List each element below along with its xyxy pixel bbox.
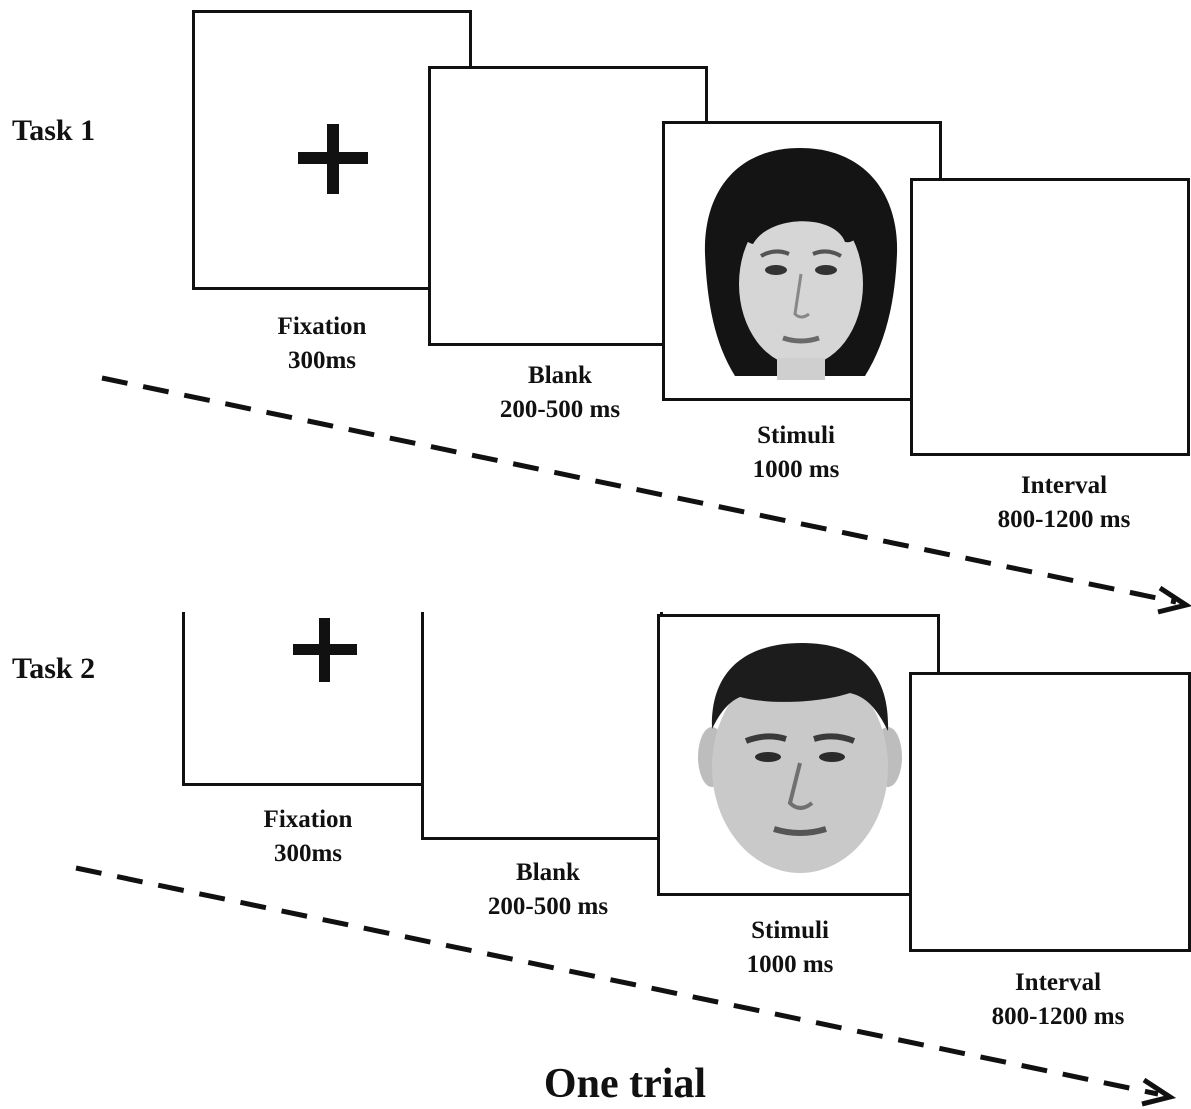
step-name: Fixation (263, 806, 353, 833)
step-name: Fixation (277, 313, 367, 340)
step-name: Blank (516, 859, 580, 886)
step-duration: 300ms (273, 840, 343, 867)
task-1-label: Task 1 (12, 114, 96, 147)
step-name: Interval (1014, 969, 1102, 996)
task-2-label: Task 2 (12, 652, 96, 685)
task-2-blank-caption: Blank 200-500 ms (448, 856, 648, 924)
task-2-interval-screen (909, 672, 1191, 952)
step-duration: 300ms (287, 347, 357, 374)
step-duration: 1000 ms (746, 951, 834, 978)
task-2-fixation-screen (182, 612, 424, 786)
task-1-blank-caption: Blank 200-500 ms (460, 359, 660, 427)
task-1-interval-screen (910, 178, 1190, 456)
step-name: Blank (528, 362, 592, 389)
step-name: Stimuli (751, 917, 829, 944)
task-2-blank-screen (421, 612, 663, 840)
male-face-icon (698, 643, 902, 873)
step-name: Interval (1020, 472, 1108, 499)
step-name: Stimuli (757, 422, 835, 449)
task-1-interval-caption: Interval 800-1200 ms (964, 469, 1164, 537)
one-trial-label: One trial (543, 1061, 707, 1107)
step-duration: 800-1200 ms (991, 1003, 1125, 1030)
female-face-icon (704, 148, 898, 380)
step-duration: 1000 ms (752, 456, 840, 483)
task-2-fixation-caption: Fixation 300ms (208, 803, 408, 871)
step-duration: 800-1200 ms (997, 506, 1131, 533)
task-1-stimulus-screen (662, 121, 942, 401)
fixation-cross-icon (298, 124, 368, 194)
task-1-stimuli-caption: Stimuli 1000 ms (696, 419, 896, 487)
task-1-fixation-caption: Fixation 300ms (222, 310, 422, 378)
task-2-stimulus-screen (657, 614, 940, 896)
step-duration: 200-500 ms (487, 893, 609, 920)
task-2-interval-caption: Interval 800-1200 ms (958, 966, 1158, 1034)
task-1-fixation-screen (192, 10, 472, 290)
step-duration: 200-500 ms (499, 396, 621, 423)
task-2-stimuli-caption: Stimuli 1000 ms (690, 914, 890, 982)
fixation-cross-icon (293, 618, 357, 682)
